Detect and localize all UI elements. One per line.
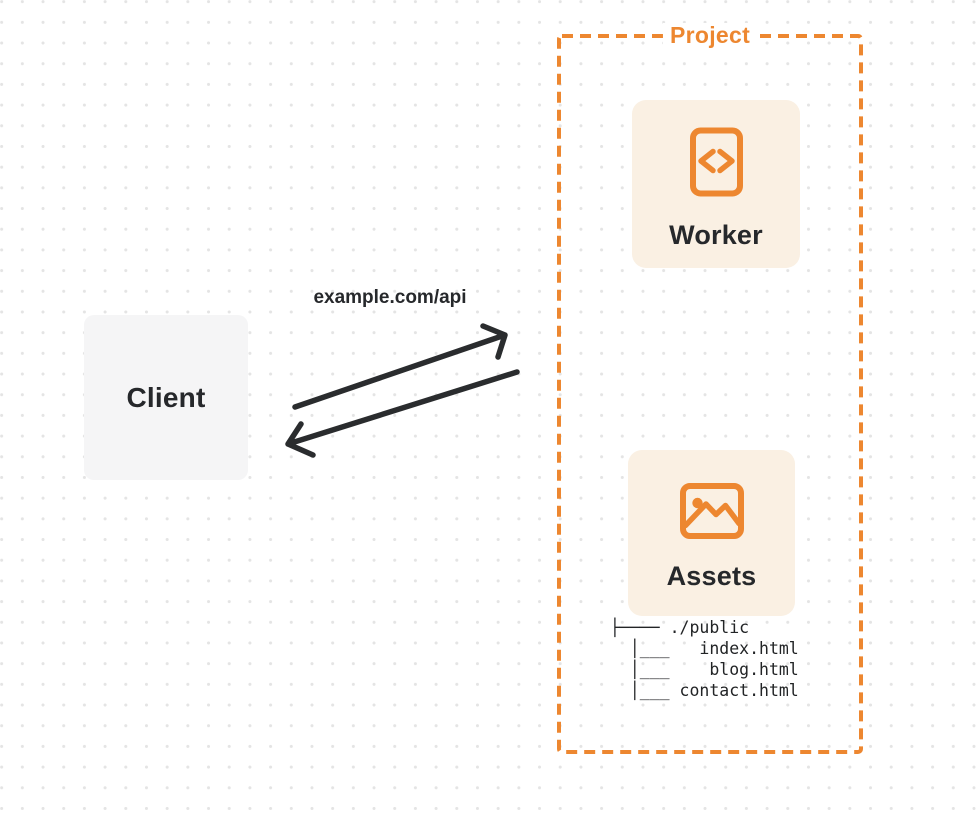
image-icon: [679, 483, 744, 539]
worker-node: Worker: [632, 100, 800, 268]
tree-line-public: ├──── ./public: [610, 618, 750, 637]
response-arrow: [285, 369, 520, 458]
assets-file-tree: ├──── ./public │___ index.html │___ blog…: [610, 617, 799, 701]
project-boundary: Project Worker Assets ├──── ./public │__…: [556, 23, 864, 755]
assets-label: Assets: [666, 561, 757, 591]
client-node: Client: [84, 315, 248, 480]
code-file-icon: [689, 127, 743, 197]
project-title: Project: [662, 23, 758, 47]
tree-line-blog: │___ blog.html: [610, 660, 799, 679]
assets-node: Assets: [628, 450, 795, 616]
request-arrow: [292, 323, 508, 410]
request-url-label: example.com/api: [313, 287, 467, 308]
client-label: Client: [126, 381, 206, 413]
tree-line-contact: │___ contact.html: [610, 681, 799, 700]
worker-label: Worker: [669, 220, 763, 250]
tree-line-index: │___ index.html: [610, 639, 799, 658]
